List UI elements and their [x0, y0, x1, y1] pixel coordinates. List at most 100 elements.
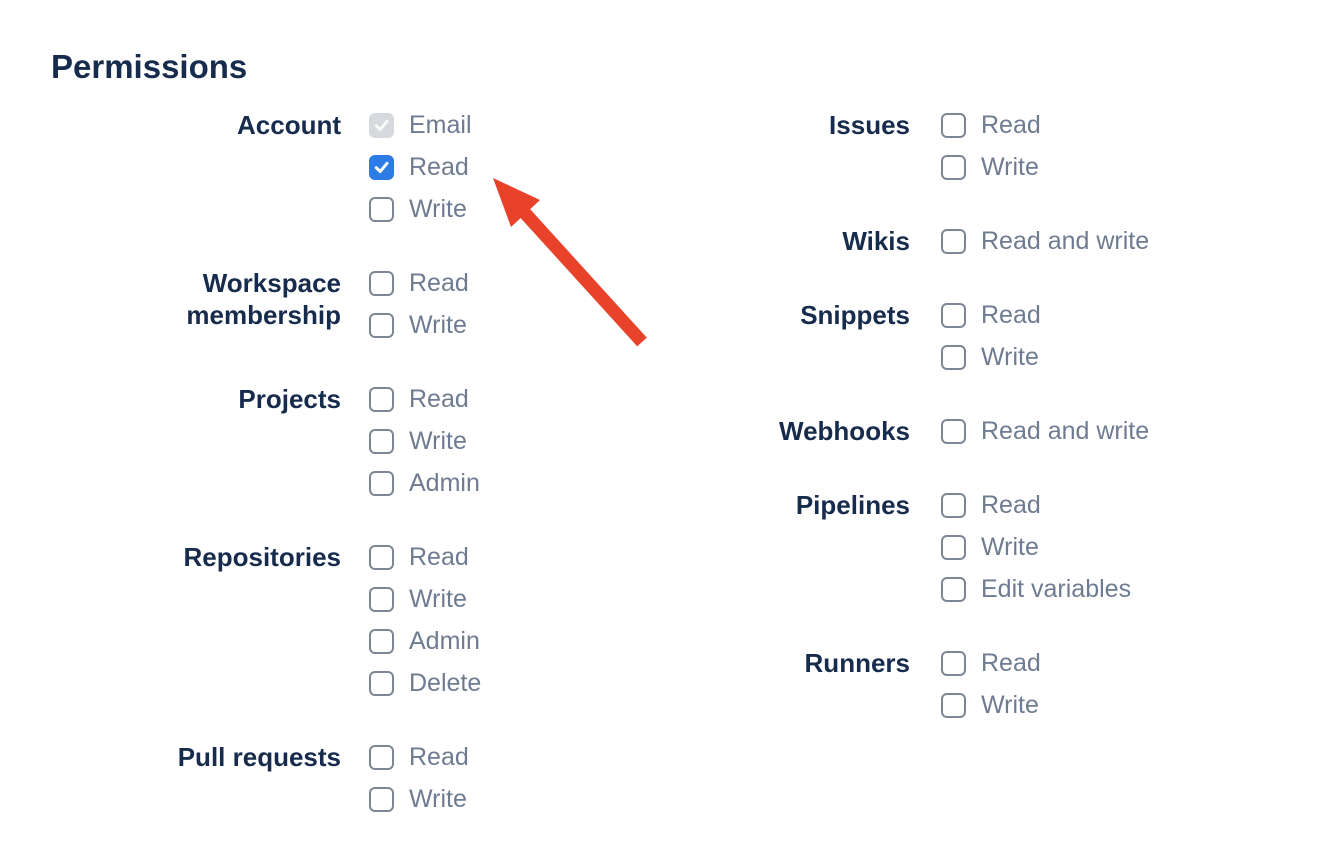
option-list: Read and write [941, 220, 1149, 262]
option-label[interactable]: Read and write [981, 226, 1150, 255]
group-label: Snippets [660, 299, 910, 378]
option-label[interactable]: Admin [409, 468, 480, 497]
option-label[interactable]: Read [981, 648, 1041, 677]
option-label[interactable]: Email [409, 110, 472, 139]
option-label[interactable]: Read [409, 152, 469, 181]
group-label-text: Projects [238, 384, 341, 414]
group-label-text: Account [237, 110, 341, 140]
option-label[interactable]: Write [981, 532, 1039, 561]
option-row: Read [369, 378, 480, 420]
option-label[interactable]: Write [409, 426, 467, 455]
group-label-text: Pipelines [795, 490, 910, 520]
option-label[interactable]: Read [409, 384, 469, 413]
workspace-membership-write-checkbox[interactable] [369, 312, 394, 338]
projects-admin-checkbox[interactable] [369, 470, 394, 496]
pipelines-edit-variables-checkbox[interactable] [941, 576, 966, 602]
option-row: Read [369, 536, 481, 578]
option-label[interactable]: Edit variables [981, 574, 1132, 603]
option-label[interactable]: Read and write [981, 416, 1150, 445]
option-row: Write [369, 778, 469, 820]
account-email-checkbox [369, 112, 394, 138]
issues-read-checkbox[interactable] [941, 112, 966, 138]
group-label-text: Webhooks [779, 416, 910, 446]
option-row: Admin [369, 620, 481, 662]
pull-requests-read-checkbox[interactable] [369, 744, 394, 770]
option-label[interactable]: Write [409, 194, 467, 223]
group-label-text: Repositories [183, 542, 342, 572]
option-row: Read [941, 642, 1041, 684]
page-title: Permissions [51, 48, 248, 85]
wikis-read-and-write-checkbox[interactable] [941, 228, 966, 254]
snippets-read-checkbox[interactable] [941, 302, 966, 328]
runners-read-checkbox[interactable] [941, 650, 966, 676]
option-row: Read [941, 484, 1131, 526]
projects-write-checkbox[interactable] [369, 428, 394, 454]
option-label[interactable]: Write [981, 690, 1039, 719]
option-label[interactable]: Read [981, 490, 1041, 519]
option-label[interactable]: Write [981, 342, 1039, 371]
account-write-checkbox[interactable] [369, 196, 394, 222]
option-label[interactable]: Write [981, 152, 1039, 181]
group-label: Account [52, 109, 341, 230]
projects-read-checkbox[interactable] [369, 386, 394, 412]
pipelines-write-checkbox[interactable] [941, 534, 966, 560]
snippets-write-checkbox[interactable] [941, 344, 966, 370]
option-row: Write [369, 420, 480, 462]
group-label: Pipelines [660, 489, 910, 610]
repositories-admin-checkbox[interactable] [369, 628, 394, 654]
group-label-text: Issues [829, 110, 910, 140]
option-row: Write [369, 578, 481, 620]
repositories-delete-checkbox[interactable] [369, 670, 394, 696]
option-row: Write [369, 304, 469, 346]
option-list: Read and write [941, 410, 1149, 452]
webhooks-read-and-write-checkbox[interactable] [941, 418, 966, 444]
repositories-write-checkbox[interactable] [369, 586, 394, 612]
option-label[interactable]: Read [409, 268, 469, 297]
runners-write-checkbox[interactable] [941, 692, 966, 718]
group-label-text: Workspace membership [186, 268, 341, 330]
option-label[interactable]: Write [409, 784, 467, 813]
option-row: Edit variables [941, 568, 1131, 610]
permission-group-webhooks: Webhooks Read and write [660, 410, 1280, 452]
option-label[interactable]: Admin [409, 626, 480, 655]
option-row: Read [941, 294, 1041, 336]
option-label[interactable]: Delete [409, 668, 482, 697]
option-label[interactable]: Read [409, 542, 469, 571]
workspace-membership-read-checkbox[interactable] [369, 270, 394, 296]
group-label: Webhooks [660, 415, 910, 452]
issues-write-checkbox[interactable] [941, 154, 966, 180]
repositories-read-checkbox[interactable] [369, 544, 394, 570]
option-row: Write [941, 684, 1041, 726]
group-label: Workspace membership [52, 267, 341, 346]
option-label[interactable]: Read [981, 110, 1041, 139]
option-label[interactable]: Write [409, 584, 467, 613]
option-label[interactable]: Write [409, 310, 467, 339]
option-row: Write [369, 188, 472, 230]
option-row: Delete [369, 662, 481, 704]
account-read-checkbox[interactable] [369, 154, 394, 180]
option-row: Admin [369, 462, 480, 504]
group-label: Pull requests [52, 741, 341, 820]
option-row: Email [369, 104, 472, 146]
group-label: Wikis [660, 225, 910, 262]
option-row: Read [369, 146, 472, 188]
option-row: Read and write [941, 410, 1149, 452]
pull-requests-write-checkbox[interactable] [369, 786, 394, 812]
option-label[interactable]: Read [409, 742, 469, 771]
pipelines-read-checkbox[interactable] [941, 492, 966, 518]
option-label[interactable]: Read [981, 300, 1041, 329]
option-row: Read and write [941, 220, 1149, 262]
